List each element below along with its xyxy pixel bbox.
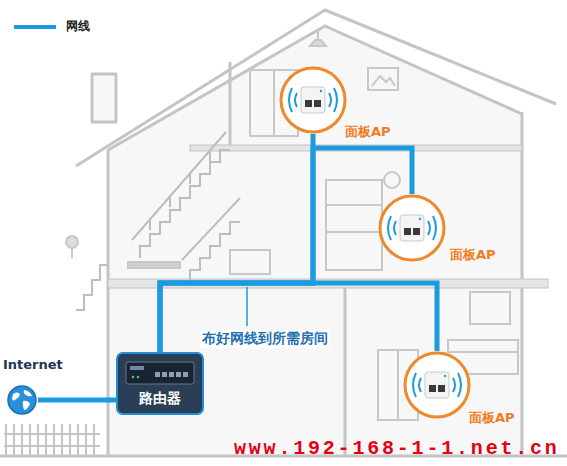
- floor-slab: [108, 145, 548, 288]
- legend-swatch: [14, 25, 56, 29]
- legend-label: 网线: [66, 18, 90, 35]
- ap-circle: [403, 351, 471, 419]
- ap-circle: [279, 66, 347, 134]
- router-box: 路由器: [116, 352, 204, 415]
- cable-note: 布好网线到所需房间: [200, 330, 330, 348]
- house-fill: [108, 24, 522, 455]
- globe-icon: [6, 384, 38, 416]
- leader-line: [246, 287, 248, 326]
- router-device: [125, 358, 195, 388]
- panel-ap-node: 面板AP: [378, 194, 446, 262]
- ap-circle: [378, 194, 446, 262]
- internet-label: Internet: [3, 357, 63, 372]
- watermark: www.192-168-1-1.net.cn: [232, 437, 562, 460]
- ap-label: 面板AP: [450, 246, 496, 264]
- ap-label: 面板AP: [469, 409, 515, 427]
- network-cable: [160, 148, 412, 352]
- network-cable: [160, 283, 437, 352]
- network-cable: [38, 398, 116, 403]
- house-outline: [0, 10, 567, 456]
- furniture: [66, 30, 518, 420]
- panel-ap-node: 面板AP: [403, 351, 471, 419]
- fence: [4, 424, 100, 455]
- router-label: 路由器: [124, 390, 196, 408]
- network-cable: [160, 134, 313, 352]
- legend-row: 网线: [14, 18, 90, 35]
- panel-ap-node: 面板AP: [279, 66, 347, 134]
- internet-node: Internet: [6, 384, 38, 416]
- ap-label: 面板AP: [345, 123, 391, 141]
